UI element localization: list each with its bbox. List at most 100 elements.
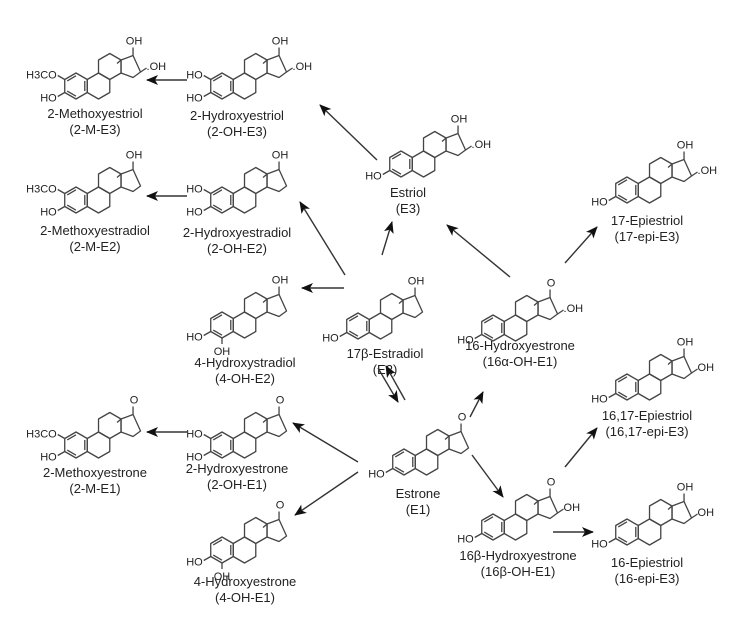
ring-d bbox=[445, 132, 467, 157]
ring-d bbox=[120, 168, 142, 193]
methyl-stub bbox=[444, 435, 450, 440]
ring-c bbox=[648, 353, 673, 382]
methyl-stub bbox=[667, 163, 673, 168]
molecule-abbreviation: (2-M-E2) bbox=[69, 239, 120, 254]
molecule-name: 17β-Estradiol bbox=[347, 346, 424, 361]
bond-c3 bbox=[57, 205, 66, 212]
arrow-e2-to-e3 bbox=[381, 221, 394, 256]
substituent-c16: .OH bbox=[293, 61, 313, 73]
ring-d bbox=[120, 54, 142, 79]
methyl-stub bbox=[533, 301, 539, 306]
substituent-c2: H3CO bbox=[26, 429, 57, 441]
ring-a bbox=[615, 373, 639, 401]
molecules-layer: HOH3COOH.OH2-Methoxyestriol(2-M-E3)HOHOO… bbox=[26, 36, 717, 606]
molecule-abbreviation: (2-OH-E2) bbox=[207, 241, 267, 256]
molecule-abbreviation: (16,17-epi-E3) bbox=[605, 424, 688, 439]
aromatic-double-bond bbox=[348, 330, 359, 337]
substituent-c2: H3CO bbox=[26, 184, 57, 196]
methyl-stub bbox=[262, 59, 268, 64]
arrow-e1-to-16a-oh-e1 bbox=[469, 391, 484, 418]
substituent-c16: OH bbox=[564, 502, 581, 514]
substituent-c2: HO bbox=[186, 184, 203, 196]
molecule-name: 2-Methoxyestriol bbox=[47, 106, 142, 121]
ring-a bbox=[210, 72, 234, 100]
substituent-c17: OH bbox=[126, 150, 143, 162]
arrow-16a-oh-e1-to-17-epi-e3 bbox=[564, 226, 598, 264]
ring-a bbox=[210, 431, 234, 459]
ring-c bbox=[243, 52, 268, 81]
substituent-c16: .OH bbox=[698, 165, 718, 177]
substituent-c17: O bbox=[458, 412, 467, 424]
methyl-stub bbox=[116, 59, 122, 64]
methyl-stub bbox=[533, 500, 539, 505]
aromatic-double-bond bbox=[212, 204, 223, 211]
substituent-c17: OH bbox=[677, 140, 694, 152]
ring-c bbox=[514, 493, 539, 522]
aromatic-double-bond bbox=[212, 434, 223, 441]
substituent-c16: OH bbox=[698, 507, 715, 519]
aromatic-double-bond bbox=[348, 315, 359, 322]
substituent-c16: .OH bbox=[147, 61, 167, 73]
substituent-c17: OH bbox=[126, 36, 143, 48]
arrow-16b-oh-e1-to-16-17-epi-e3 bbox=[564, 427, 598, 468]
ring-a bbox=[64, 186, 88, 214]
aromatic-double-bond bbox=[391, 168, 402, 175]
molecule-name: 16-Hydroxyestrone bbox=[465, 338, 575, 353]
arrow-e1-to-16b-oh-e1 bbox=[471, 454, 504, 498]
molecule-2-m-e2: HO H3CO OH 2-Methoxyestradiol(2-M-E2) bbox=[26, 150, 150, 255]
arrow-e2-to-2-oh-e2 bbox=[299, 201, 346, 276]
bond-c3 bbox=[57, 450, 66, 457]
molecule-abbreviation: (4-OH-E1) bbox=[215, 590, 275, 605]
aromatic-double-bond bbox=[66, 189, 77, 196]
substituent-c3: HO bbox=[365, 171, 382, 183]
arrow-e1-to-e2 bbox=[385, 365, 406, 401]
substituent-c3: HO bbox=[457, 534, 474, 546]
substituent-c2: HO bbox=[186, 429, 203, 441]
ring-a bbox=[210, 311, 234, 339]
ring-c bbox=[648, 498, 673, 527]
substituent-c3: HO bbox=[322, 333, 339, 345]
molecule-abbreviation: (2-OH-E1) bbox=[207, 477, 267, 492]
bond-c16 bbox=[140, 67, 147, 73]
bond-c2 bbox=[203, 188, 212, 195]
aromatic-double-bond bbox=[617, 179, 628, 186]
bond-c16 bbox=[286, 67, 293, 73]
aromatic-double-bond bbox=[483, 516, 494, 523]
aromatic-double-bond bbox=[617, 376, 628, 383]
bond-c16 bbox=[557, 508, 564, 514]
methyl-stub bbox=[262, 173, 268, 178]
molecule-abbreviation: (4-OH-E2) bbox=[215, 371, 275, 386]
bond-c3 bbox=[608, 537, 617, 544]
molecule-name: 16-Epiestriol bbox=[611, 555, 683, 570]
molecule-name: Estrone bbox=[396, 486, 441, 501]
bond-c2 bbox=[57, 433, 66, 440]
aromatic-double-bond bbox=[66, 204, 77, 211]
aromatic-double-bond bbox=[617, 521, 628, 528]
substituent-c16: .OH bbox=[564, 303, 584, 315]
aromatic-double-bond bbox=[483, 531, 494, 538]
substituent-c3: HO bbox=[368, 469, 385, 481]
substituent-c4: OH bbox=[214, 346, 231, 358]
substituent-c17: O bbox=[276, 395, 285, 407]
aromatic-double-bond bbox=[483, 332, 494, 339]
bond-c16 bbox=[691, 368, 698, 374]
molecule-abbreviation: (17-epi-E3) bbox=[614, 229, 679, 244]
bond-c2 bbox=[203, 74, 212, 81]
molecule-name: 2-Methoxyestradiol bbox=[40, 223, 150, 238]
aromatic-double-bond bbox=[617, 391, 628, 398]
aromatic-double-bond bbox=[66, 75, 77, 82]
ring-c bbox=[422, 130, 447, 159]
molecule-name: 2-Hydroxyestradiol bbox=[183, 225, 291, 240]
ring-c bbox=[97, 166, 122, 195]
ring-c bbox=[648, 156, 673, 185]
substituent-c3: HO bbox=[40, 207, 57, 219]
substituent-c17: O bbox=[276, 500, 285, 512]
molecule-name: 17-Epiestriol bbox=[611, 213, 683, 228]
substituent-c17: OH bbox=[677, 482, 694, 494]
bond-c3 bbox=[57, 91, 66, 98]
